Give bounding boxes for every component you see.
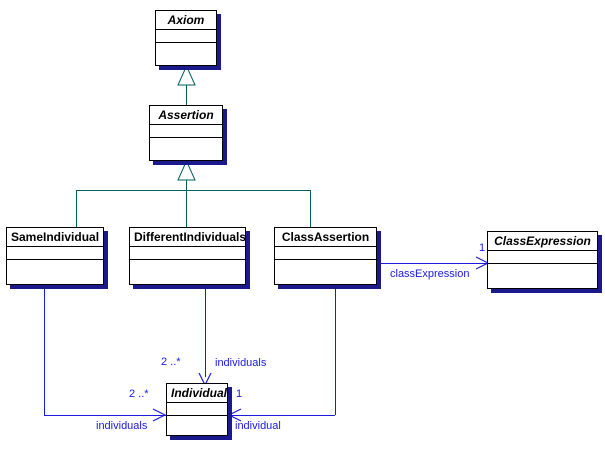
class-box-axiom[interactable]: Axiom (155, 10, 217, 66)
multiplicity-sameindividual: 2 ..* (129, 388, 149, 400)
generalization-assertion-to-axiom-arrow (177, 66, 196, 86)
association-label-differentindividuals: individuals (215, 357, 267, 369)
association-classassertion-individual-hline (229, 415, 335, 416)
class-name-individual: Individual (167, 384, 227, 403)
class-name-differentindividuals: DifferentIndividuals (130, 228, 246, 247)
class-name-assertion: Assertion (150, 106, 222, 125)
class-box-individual[interactable]: Individual (166, 383, 228, 436)
class-name-axiom: Axiom (156, 11, 216, 30)
association-label-sameindividual: individuals (96, 420, 148, 432)
generalization-tree-crossbar (76, 190, 311, 191)
class-name-classassertion: ClassAssertion (275, 228, 376, 247)
class-operations-differentindividuals (130, 260, 245, 284)
class-box-differentindividuals[interactable]: DifferentIndividuals (129, 227, 246, 285)
association-label-classexpression: classExpression (390, 268, 470, 280)
class-box-classassertion[interactable]: ClassAssertion (274, 227, 377, 285)
class-operations-sameindividual (7, 260, 103, 284)
association-sameindividual-arrowhead (152, 408, 166, 422)
class-attributes-axiom (156, 30, 216, 43)
class-attributes-differentindividuals (130, 247, 245, 260)
association-differentindividuals-line (205, 285, 206, 377)
class-attributes-individual (167, 403, 227, 416)
class-name-sameindividual: SameIndividual (7, 228, 103, 247)
class-box-assertion[interactable]: Assertion (149, 105, 223, 161)
multiplicity-classassertion-individual: 1 (236, 388, 243, 400)
class-name-classexpression: ClassExpression (488, 232, 597, 251)
class-attributes-classexpression (488, 251, 597, 264)
class-box-classexpression[interactable]: ClassExpression (487, 231, 598, 289)
generalization-assertion-to-axiom-line (186, 85, 187, 105)
generalization-branch-sameindividual (76, 190, 77, 227)
class-attributes-assertion (150, 125, 222, 138)
association-classexpression-line (378, 263, 488, 264)
association-classassertion-individual-arrowhead (228, 408, 242, 422)
class-operations-assertion (150, 138, 222, 162)
class-box-sameindividual[interactable]: SameIndividual (6, 227, 104, 285)
association-classassertion-individual-vline (335, 285, 336, 415)
class-attributes-sameindividual (7, 247, 103, 260)
association-sameindividual-vline (44, 285, 45, 415)
association-label-classassertion-individual: individual (235, 420, 281, 432)
generalization-branch-classassertion (310, 190, 311, 227)
class-attributes-classassertion (275, 247, 376, 260)
class-operations-classassertion (275, 260, 376, 284)
class-operations-classexpression (488, 264, 597, 288)
class-operations-individual (167, 416, 227, 440)
generalization-tree-arrow (177, 161, 196, 181)
multiplicity-classexpression: 1 (479, 242, 486, 254)
class-operations-axiom (156, 43, 216, 67)
association-sameindividual-hline (44, 415, 166, 416)
multiplicity-differentindividuals: 2 ..* (161, 356, 181, 368)
generalization-branch-differentindividuals (186, 190, 187, 227)
